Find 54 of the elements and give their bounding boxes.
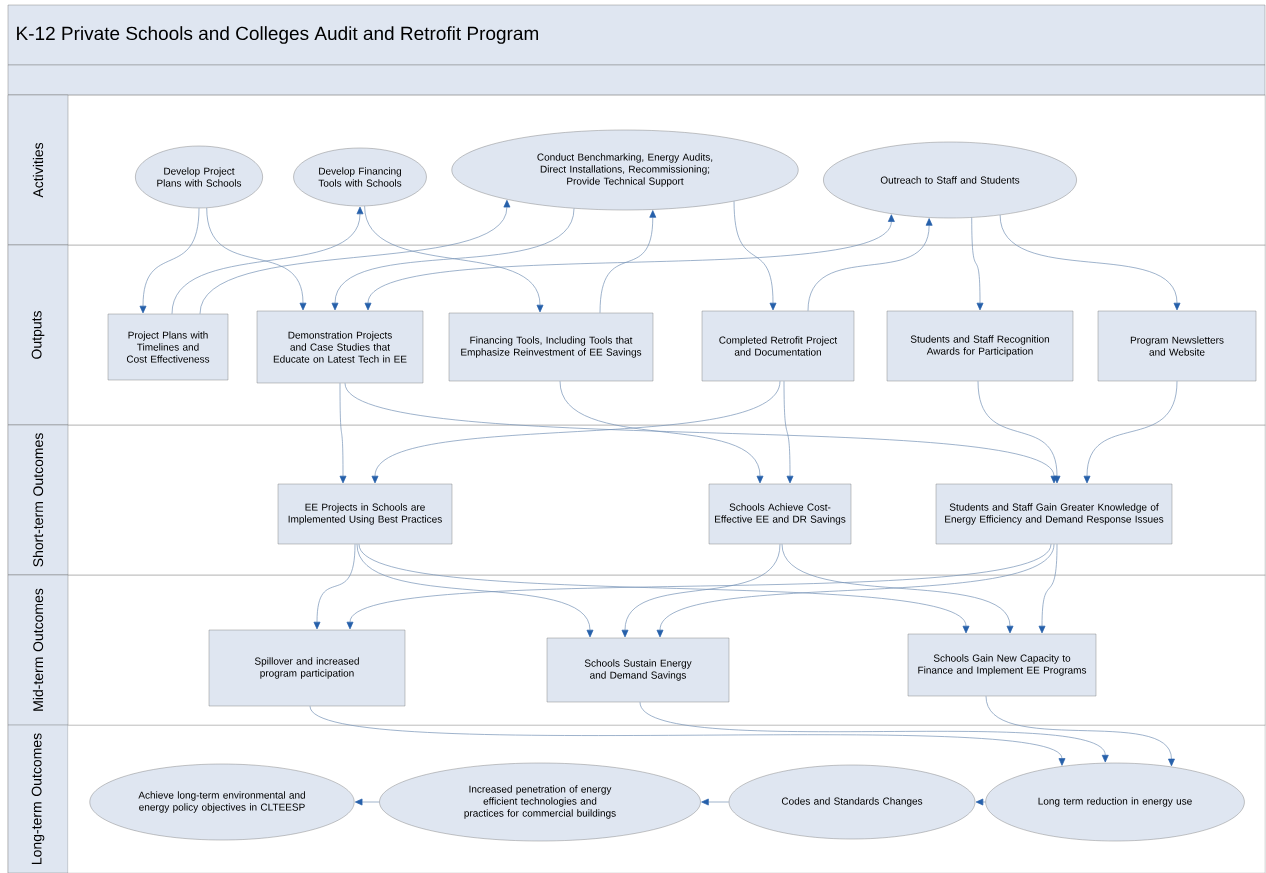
title-bar: K-12 Private Schools and Colleges Audit and Retrofit Program (7, 4, 1266, 66)
process-box: Schools Achieve Cost-Effective EE and DR Savings (708, 483, 852, 545)
arrow (975, 798, 986, 806)
arrow (199, 199, 511, 315)
arrow (309, 705, 1066, 766)
arrow (1038, 543, 1058, 634)
arrow (701, 798, 730, 806)
ellipse-node: Develop Financing Tools with Schools (293, 147, 427, 207)
arrow (639, 701, 1109, 763)
process-box: Spillover and increased program participation (208, 629, 406, 707)
arrow (999, 214, 1181, 311)
arrow (783, 380, 794, 484)
ellipse-node: Conduct Benchmarking, Energy Audits, Direct Installations, Recommissioning; Provide Technical Support (451, 129, 799, 211)
ellipse-node: Long term reduction in energy use (985, 762, 1245, 842)
arrow (977, 380, 1061, 484)
process-box: Schools Sustain Energy and Demand Savings (546, 637, 730, 703)
process-box: Project Plans with Timelines and Cost Effectiveness (107, 313, 229, 381)
arrow (171, 206, 364, 315)
process-box: Completed Retrofit Project and Documentation (701, 310, 855, 382)
arrow (807, 218, 933, 312)
arrow (364, 205, 544, 313)
ellipse-node: Codes and Standards Changes (728, 764, 976, 840)
process-box: Program Newsletters and Website (1097, 310, 1257, 382)
arrow (346, 543, 1052, 630)
arrow (733, 200, 777, 311)
process-box: EE Projects in Schools are Implemented Using Best Practices (277, 483, 453, 545)
arrow (331, 208, 575, 311)
arrow (354, 798, 380, 806)
arrow (339, 382, 347, 484)
arrow (656, 543, 1055, 638)
arrow (781, 543, 1014, 634)
arrow (971, 217, 984, 311)
process-box: Financing Tools, Including Tools that Emphasize Reinvestment of EE Savings (448, 312, 654, 382)
arrow (358, 543, 970, 634)
arrow (139, 207, 200, 314)
arrow (313, 543, 356, 630)
arrow (206, 207, 307, 311)
process-box: Students and Staff Gain Greater Knowledge of Energy Efficiency and Demand Response Issues (935, 483, 1173, 545)
arrow (621, 543, 781, 638)
process-box: Students and Staff Recognition Awards for Participation (886, 310, 1074, 382)
ellipse-node: Increased penetration of energy efficient technologies and practices for commercial buildings (379, 762, 701, 842)
arrow (1083, 380, 1178, 484)
arrow (559, 380, 764, 484)
arrow (344, 382, 1058, 484)
arrow (599, 210, 657, 314)
arrow (364, 214, 895, 311)
arrow (985, 695, 1175, 767)
arrow (371, 380, 781, 484)
process-box: Demonstration Projects and Case Studies that Educate on Latest Tech in EE (256, 310, 424, 384)
process-box: Schools Gain New Capacity to Finance and Implement EE Programs (907, 633, 1097, 697)
ellipse-node: Outreach to Staff and Students (823, 141, 1077, 219)
ellipse-node: Develop Project Plans with Schools (135, 145, 263, 209)
ellipse-node: Achieve long-term environmental and energy policy objectives in CLTEESP (89, 763, 355, 841)
arrow (356, 543, 594, 638)
